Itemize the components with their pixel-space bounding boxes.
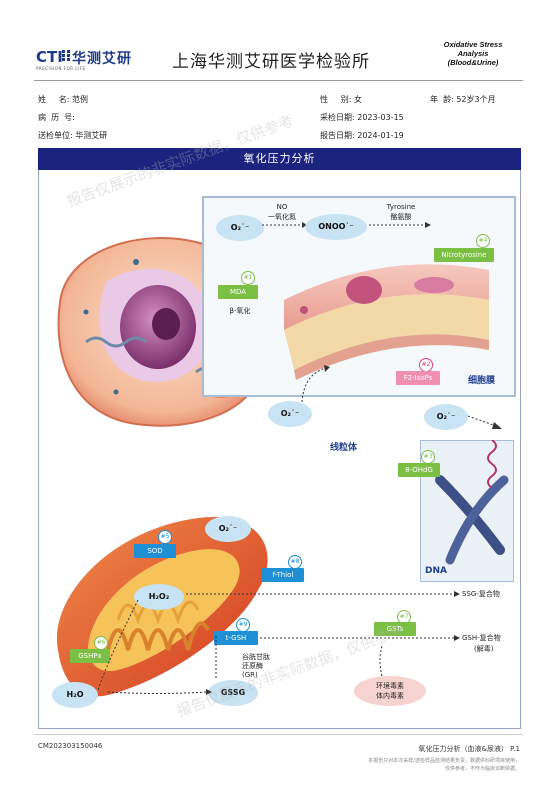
disclaimer-1: 本报告只对本次采样/送检样品检测结果负责，数据供科研项目使用， (368, 758, 520, 764)
report-type: Oxidative Stress Analysis (Blood&Urine) (423, 40, 523, 67)
sex-value: 女 (353, 95, 362, 104)
dna-illustration (435, 440, 509, 565)
marker-2: #2 (419, 358, 433, 372)
8-ohdg-tag: 8-OHdG (398, 463, 440, 477)
arrow-o2-dna (468, 415, 502, 429)
marker-4: #4 (476, 234, 490, 248)
logo-tagline: PRECISION FOR LIFE (36, 66, 86, 71)
gsh-complex: GSH-复合物 (462, 634, 501, 642)
patient-sex: 性 别: 女 (320, 94, 362, 105)
gr-line-2: 还原酶 (242, 662, 263, 670)
lab-name: 上海华测艾研医学检验所 (172, 52, 370, 72)
gsts-tag: GSTs (374, 622, 416, 636)
unit-label: 送检单位: (38, 131, 73, 140)
detox-label: (解毒) (474, 645, 494, 653)
gr-label: 谷胱甘肽 还原酶 (GR) (242, 653, 292, 680)
t-gsh-tag: t-GSH (214, 631, 258, 645)
report-code: CM202303150046 (38, 742, 103, 750)
f2-isops-tag: F2-IsoPs (396, 371, 440, 385)
marker-1: #1 (241, 271, 255, 285)
gshpx-tag: GSHPx (70, 649, 110, 663)
nitrotyrosine-tag: Nitrotyrosine (434, 248, 494, 262)
collect-date: 采检日期: 2023-03-15 (320, 112, 404, 123)
collect-value: 2023-03-15 (357, 113, 404, 122)
toxins-line-1: 环境毒素 (376, 682, 404, 690)
marker-5: #5 (158, 530, 172, 544)
report-type-line-3: (Blood&Urine) (447, 58, 499, 67)
o2-node-right: O₂˙⁻ (424, 404, 468, 430)
footer-divider (34, 734, 523, 735)
onoo-node: ONOO˙⁻ (305, 214, 367, 240)
logo-cn: 华测艾研 (72, 51, 132, 67)
name-label: 姓 名: (38, 95, 70, 104)
toxins-node: 环境毒素 体内毒素 (354, 676, 426, 706)
no-cn-label: 一氧化氮 (268, 213, 296, 221)
mitochondria-label: 线粒体 (330, 443, 358, 453)
membrane-illustration (284, 264, 489, 380)
section-title: 氧化压力分析 (38, 148, 521, 170)
name-value: 范例 (71, 95, 88, 104)
page-label: 氧化压力分析（血液&尿液） P.1 (418, 745, 521, 753)
o2-node-top: O₂˙⁻ (216, 215, 264, 241)
gr-line-1: 谷胱甘肽 (242, 653, 270, 661)
o2-node-mito: O₂˙⁻ (205, 516, 251, 542)
header-divider (34, 80, 523, 81)
disclaimer-2: 仅供参考，不作为临床诊断依据。 (444, 766, 520, 772)
arrow-tgsh-gsh (260, 635, 460, 641)
history-label: 病 历 号: (38, 113, 75, 122)
tyrosine-cn-label: 酪氨酸 (390, 213, 412, 221)
collect-label: 采检日期: (320, 113, 355, 122)
logo-cti: CTI (36, 48, 63, 66)
marker-3: #3 (421, 450, 435, 464)
patient-age: 年 龄: 52岁3个月 (430, 94, 496, 105)
h2o2-node: H₂O₂ (134, 584, 184, 610)
arrow-cycle (98, 600, 217, 695)
f-thiol-tag: f-Thiol (262, 568, 304, 582)
report-type-line-1: Oxidative Stress (443, 40, 503, 49)
logo-grid-icon (62, 50, 70, 61)
arrow-h2o2-ssg (186, 591, 460, 597)
marker-9: #9 (236, 618, 250, 632)
patient-history: 病 历 号: (38, 112, 75, 123)
unit-value: 华测艾研 (75, 131, 108, 140)
age-label: 年 龄: (430, 95, 454, 104)
age-value: 52岁3个月 (456, 95, 496, 104)
tyrosine-label: Tyrosine (386, 203, 416, 211)
h2o-node: H₂O (52, 682, 98, 708)
arrow-onoo-tyrosine (369, 222, 431, 228)
patient-unit: 送检单位: 华测艾研 (38, 130, 107, 141)
gr-line-3: (GR) (242, 671, 258, 679)
dna-label: DNA (425, 566, 447, 576)
report-date: 报告日期: 2024-01-19 (320, 130, 404, 141)
membrane-label: 细胞膜 (468, 376, 496, 386)
patient-name: 姓 名: 范例 (38, 94, 88, 105)
beta-ox-label: β-氧化 (229, 307, 251, 315)
sex-label: 性 别: (320, 95, 352, 104)
ssg-complex: SSG-复合物 (462, 590, 500, 598)
marker-8: #8 (288, 555, 302, 569)
o2-node-mid: O₂˙⁻ (268, 401, 312, 427)
gssg-node: GSSG (208, 680, 258, 706)
arrow-o2-membrane (301, 365, 330, 403)
report-type-line-2: Analysis (457, 49, 489, 58)
no-label: NO (276, 203, 288, 211)
sod-tag: SOD (134, 544, 176, 558)
diagram-frame (38, 170, 521, 729)
disclaimer: 本报告只对本次采样/送检样品检测结果负责，数据供科研项目使用， 仅供参考，不作为… (268, 757, 520, 773)
report-label: 报告日期: (320, 131, 355, 140)
toxins-line-2: 体内毒素 (376, 692, 404, 700)
report-value: 2024-01-19 (357, 131, 404, 140)
arrow-o2-onoo (262, 222, 307, 228)
mda-tag: MDA (218, 285, 258, 299)
